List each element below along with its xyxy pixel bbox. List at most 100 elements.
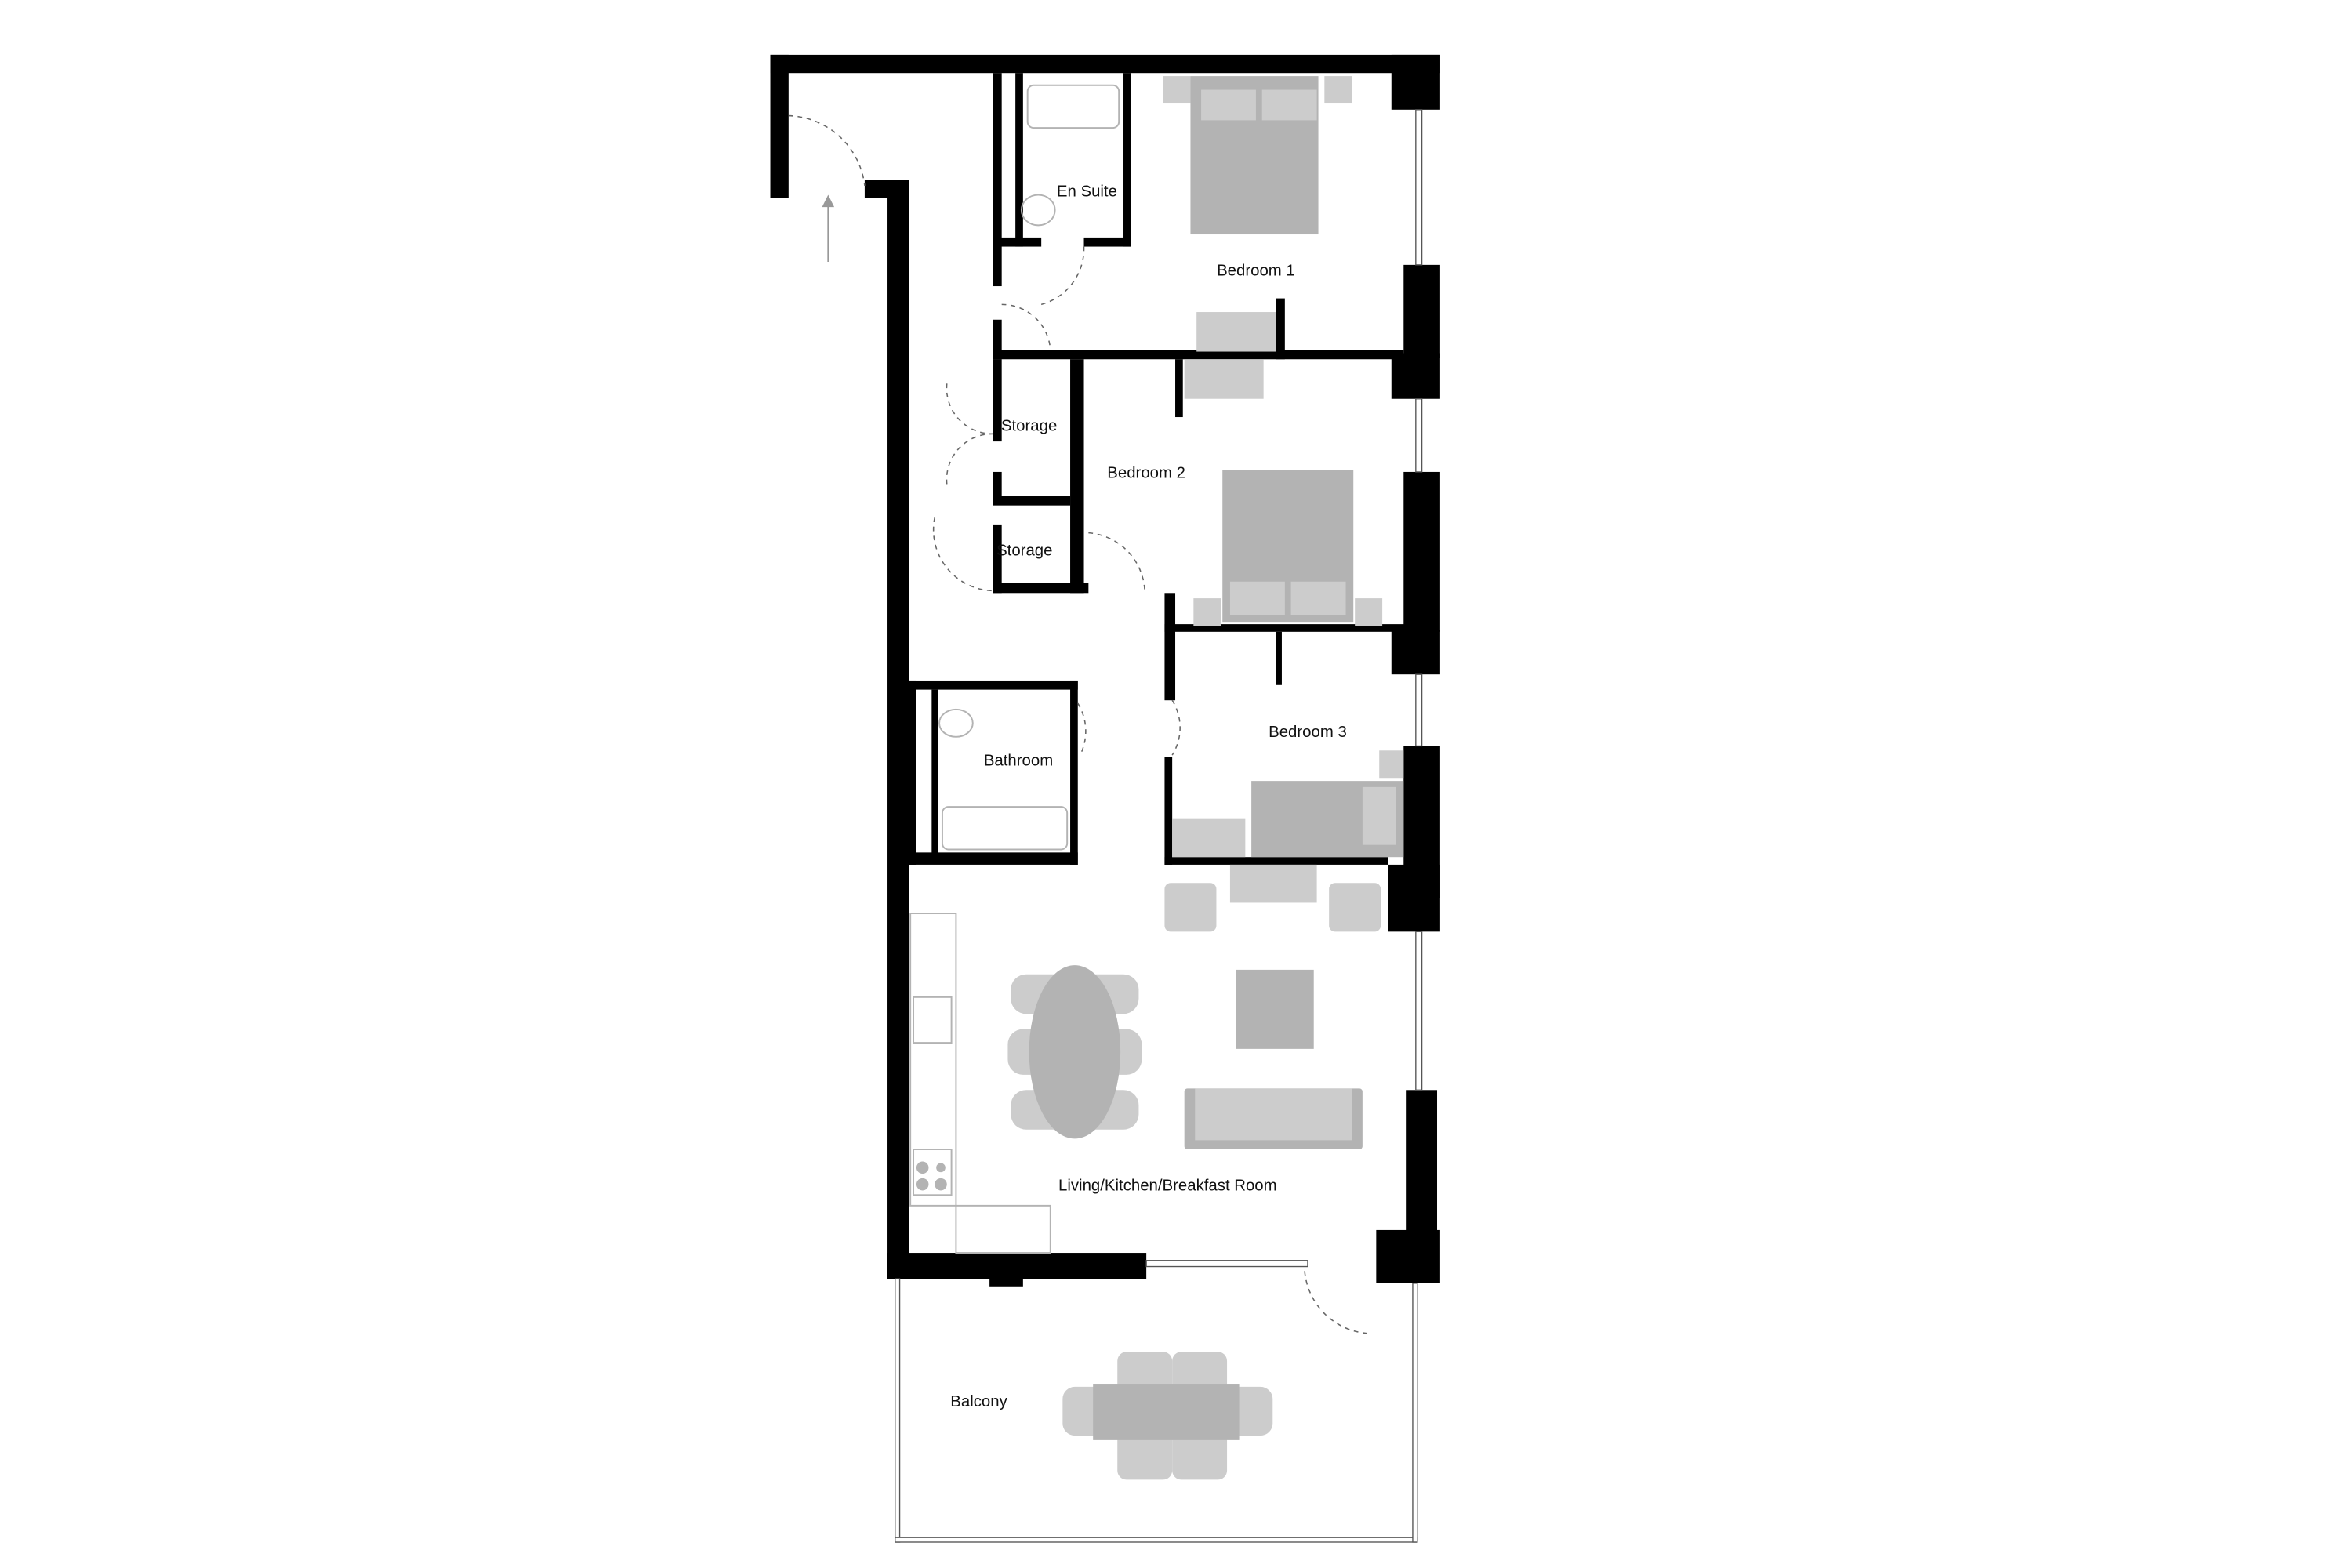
wall [1164, 757, 1173, 865]
desk [1172, 818, 1246, 858]
toilet [1020, 194, 1056, 227]
pillow [1290, 581, 1346, 615]
label-bedroom-1: Bedroom 1 [1217, 262, 1295, 279]
wall [989, 1276, 1023, 1287]
furniture [909, 76, 1404, 1480]
door-swing [1304, 1271, 1370, 1334]
wall [1015, 73, 1023, 247]
label-living: Living/Kitchen/Breakfast Room [1058, 1177, 1277, 1194]
wall [1406, 1090, 1438, 1233]
wall [993, 73, 1002, 287]
window [1415, 673, 1423, 747]
wall [887, 1253, 1147, 1279]
hob-burner [936, 1163, 946, 1173]
wall [993, 496, 1071, 506]
wall [1175, 359, 1183, 418]
door-swing [946, 433, 993, 485]
door-swing [788, 114, 866, 186]
label-en-suite: En Suite [1057, 183, 1117, 200]
dresser [1184, 359, 1264, 399]
tv-unit [1229, 864, 1317, 903]
wall [1164, 593, 1176, 701]
wall [909, 852, 1078, 865]
sink [913, 996, 953, 1044]
wall [1376, 1229, 1440, 1283]
wall [1388, 864, 1440, 932]
wall [770, 54, 1440, 74]
entrance-arrowhead-icon [822, 194, 835, 208]
wall [909, 680, 1078, 690]
hob-burner [935, 1178, 947, 1191]
wall [1070, 359, 1084, 594]
label-bedroom-2: Bedroom 2 [1107, 465, 1185, 482]
wall [1403, 471, 1440, 632]
wall [993, 359, 1002, 442]
bedside-table [1324, 76, 1352, 104]
wall [1083, 237, 1131, 247]
wall [1276, 631, 1282, 685]
label-bathroom: Bathroom [984, 753, 1053, 770]
wall [909, 680, 916, 865]
bedside-table [1379, 750, 1404, 779]
bathtub [941, 806, 1069, 851]
wall [887, 180, 909, 1279]
windows [895, 109, 1423, 1543]
wall [931, 689, 938, 861]
wall [993, 350, 1404, 360]
door-swing [946, 383, 993, 435]
armchair [1164, 883, 1217, 932]
wall [993, 319, 1002, 360]
wall [1391, 353, 1440, 399]
pillow [1201, 89, 1256, 121]
wall [993, 583, 1089, 594]
wall [993, 524, 1002, 594]
armchair [1329, 883, 1381, 932]
toilet [938, 708, 974, 738]
wall [993, 237, 1042, 247]
pillow [1229, 581, 1285, 615]
label-storage-upper: Storage [1001, 418, 1057, 435]
sofa-cushions [1195, 1088, 1352, 1141]
door-swing [1171, 699, 1181, 756]
kitchen-counter [909, 913, 957, 1207]
wall [1164, 857, 1388, 865]
bedside-table [1355, 598, 1383, 626]
window [1415, 109, 1423, 266]
dining-table [1029, 965, 1121, 1139]
window [1145, 1260, 1308, 1268]
coffee-table [1236, 969, 1314, 1049]
window [895, 1278, 901, 1543]
balcony-table [1093, 1384, 1240, 1440]
hob [913, 1149, 953, 1196]
dresser [1196, 312, 1276, 352]
wall [1123, 73, 1131, 247]
door-swing [932, 517, 993, 592]
door-swing [1077, 702, 1087, 754]
window [895, 1537, 1418, 1543]
wall [1276, 298, 1285, 360]
door-swing [1040, 246, 1085, 306]
wall [993, 471, 1002, 503]
wall [1391, 54, 1440, 110]
wall [1391, 630, 1440, 675]
window [1412, 1283, 1418, 1543]
label-storage-lower: Storage [996, 543, 1052, 560]
bedside-table [1163, 76, 1191, 104]
hob-burner [916, 1161, 929, 1174]
bathtub [1026, 84, 1120, 129]
label-bedroom-3: Bedroom 3 [1269, 724, 1347, 741]
door-swing [1001, 303, 1051, 350]
wall [1403, 264, 1440, 358]
pillow [1362, 786, 1396, 845]
door-swings [788, 114, 1370, 1334]
window [1415, 398, 1423, 473]
walls [770, 54, 1440, 1287]
label-balcony: Balcony [950, 1393, 1007, 1410]
hob-burner [916, 1178, 929, 1191]
pillow [1261, 89, 1317, 121]
wall [1070, 680, 1078, 865]
wall [770, 54, 789, 198]
window [1415, 931, 1423, 1091]
